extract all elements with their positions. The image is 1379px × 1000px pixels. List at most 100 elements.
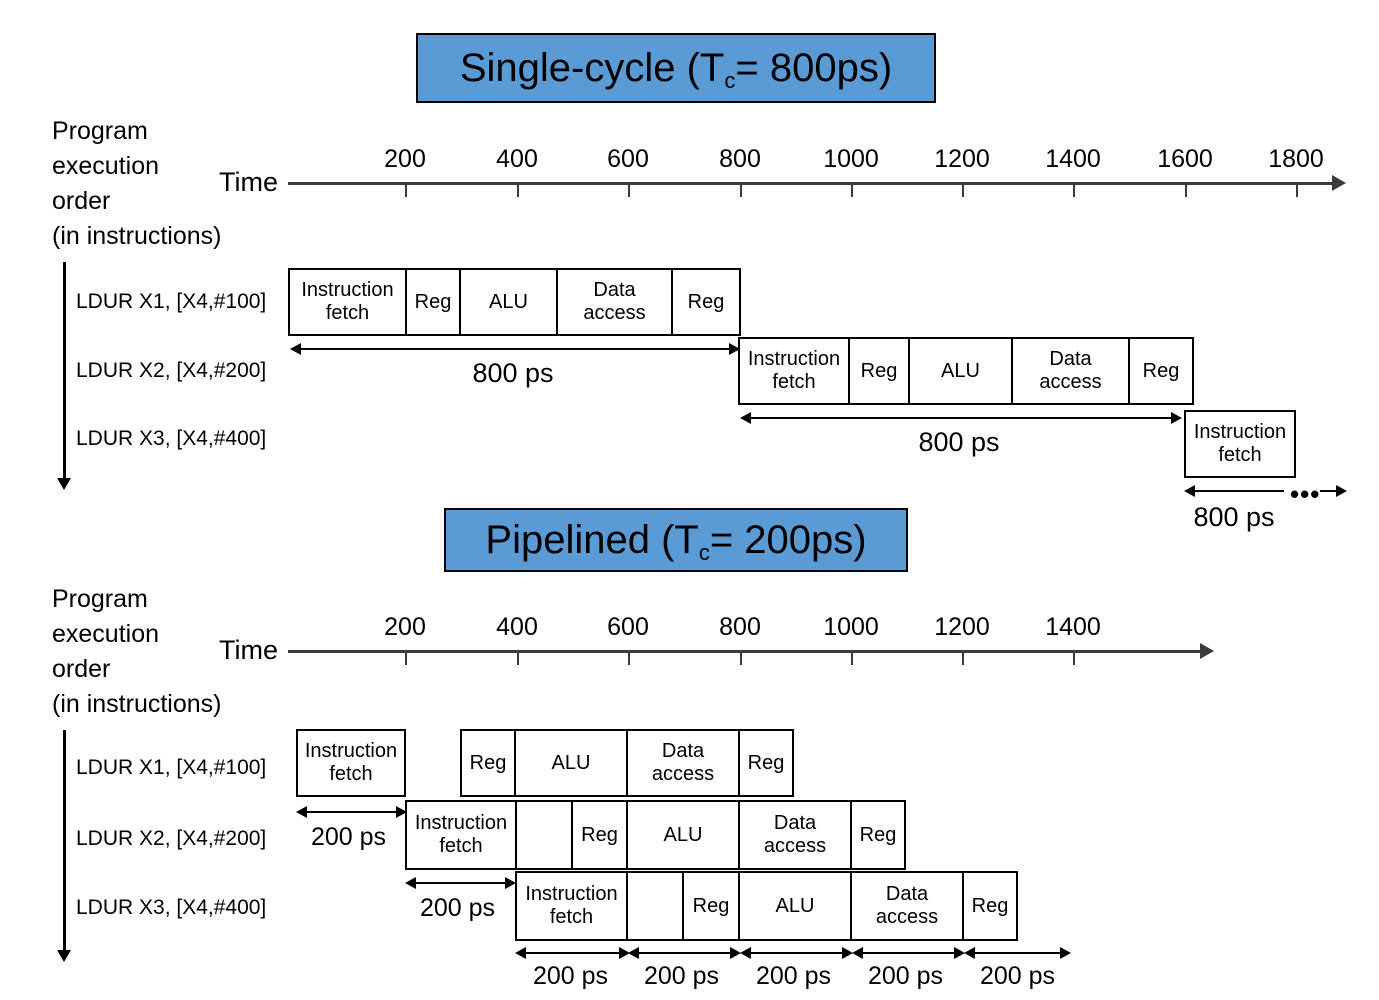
top-axis-tick-label: 600 [607, 145, 649, 173]
banner-main-bottom: Pipelined (T [485, 518, 699, 562]
top-row3-measure-line [1186, 490, 1284, 492]
bottom-axis-tick [405, 651, 407, 665]
bottom-stage-measure-arrow-right [619, 947, 630, 959]
bottom-instruction-label: LDUR X1, [X4,#100] [76, 756, 267, 779]
stage-label: Reg [860, 359, 898, 382]
top-axis-tick [628, 183, 630, 197]
bottom-stage-measure-line [742, 952, 847, 954]
top-axis-tick-label: 1000 [823, 145, 879, 173]
heading-line-4: (in instructions) [52, 690, 222, 718]
stage-box-alu: ALU [459, 268, 558, 336]
banner-tail-top: = 800ps) [735, 46, 893, 90]
stage-label: Reg [747, 751, 785, 774]
heading-line-1: Program [52, 585, 148, 613]
bottom-stage-measure-arrow-left [964, 947, 975, 959]
top-row3-measure-arrow-left [1184, 485, 1195, 497]
stage-box-reg: Reg [460, 729, 516, 797]
bottom-stage-measure-line [517, 952, 624, 954]
stage-label: Reg [971, 894, 1009, 917]
stage-box-reg: Reg [682, 871, 740, 941]
stage-label: Reg [692, 894, 730, 917]
bottom-axis-tick-label: 200 [384, 613, 426, 641]
bottom-axis-tick [517, 651, 519, 665]
bottom-stage-measure-label: 200 ps [867, 962, 944, 990]
bottom-axis-tick-label: 600 [607, 613, 649, 641]
bottom-stage-measure-line [630, 952, 735, 954]
stage-box-alu: ALU [514, 729, 628, 797]
bottom-stage-measure-label: 200 ps [979, 962, 1056, 990]
bottom-row1-measure-arrow-left [296, 806, 307, 818]
top-instruction-label: LDUR X1, [X4,#100] [76, 290, 267, 313]
bottom-stage-measure-line [854, 952, 959, 954]
bottom-stage-measure-arrow-right [1060, 947, 1071, 959]
bottom-row1-measure-line [298, 811, 401, 813]
stage-box-reg: Reg [738, 729, 794, 797]
bottom-time-axis-label: Time [219, 635, 278, 665]
bottom-instruction-label: LDUR X3, [X4,#400] [76, 896, 267, 919]
top-program-order-heading: Program execution order (in instructions… [52, 114, 222, 254]
stage-label: Reg [859, 823, 897, 846]
heading-line-1: Program [52, 117, 148, 145]
heading-line-4: (in instructions) [52, 222, 222, 250]
banner-text-top: Single-cycle (Tc= 800ps) [460, 46, 893, 92]
top-axis-tick [405, 183, 407, 197]
single-cycle-title-banner: Single-cycle (Tc= 800ps) [416, 33, 936, 103]
bottom-axis-tick-label: 1200 [934, 613, 990, 641]
top-axis-tick [1296, 183, 1298, 197]
top-axis-tick-label: 200 [384, 145, 426, 173]
banner-tail-bottom: = 200ps) [709, 518, 867, 562]
banner-sub-bottom: c [698, 540, 710, 565]
stage-box-reg: Reg [848, 337, 910, 405]
bottom-stage-measure-arrow-left [740, 947, 751, 959]
bottom-row2-measure-line [407, 882, 510, 884]
top-axis-tick [851, 183, 853, 197]
bottom-axis-tick-label: 1400 [1045, 613, 1101, 641]
pipelined-title-banner: Pipelined (Tc= 200ps) [444, 508, 908, 572]
stage-label: Reg [581, 823, 618, 846]
stage-label: Reg [414, 290, 452, 313]
top-row1-measure-line [292, 348, 734, 350]
top-axis-tick-label: 800 [719, 145, 761, 173]
bottom-axis-tick [851, 651, 853, 665]
top-row1-measure-label: 800 ps [472, 358, 554, 388]
bottom-axis-tick [628, 651, 630, 665]
stage-box-empty [626, 871, 684, 941]
top-row3-measure-arrow-right [1336, 485, 1347, 497]
top-axis-tick-label: 1200 [934, 145, 990, 173]
bottom-time-axis-line [288, 650, 1202, 653]
top-row1-measure-arrow-right [729, 343, 740, 355]
stage-box-reg: Reg [850, 800, 906, 870]
top-row2-measure-arrow-right [1171, 412, 1182, 424]
stage-label: ALU [663, 823, 703, 846]
top-row3-continuation-line [1320, 490, 1338, 492]
stage-box-alu: ALU [908, 337, 1013, 405]
top-time-axis-arrowhead [1332, 175, 1346, 191]
bottom-program-order-arrowhead [57, 950, 71, 962]
top-row3-continuation-dots: ••• [1290, 479, 1321, 509]
stage-box-reg: Reg [571, 800, 628, 870]
bottom-stage-measure-arrow-left [515, 947, 526, 959]
bottom-stage-measure-arrow-right [954, 947, 965, 959]
top-row1-measure-arrow-left [290, 343, 301, 355]
bottom-program-order-arrow-line [63, 730, 66, 952]
bottom-axis-tick [740, 651, 742, 665]
banner-sub-top: c [724, 68, 736, 93]
top-time-axis-label: Time [219, 167, 278, 197]
